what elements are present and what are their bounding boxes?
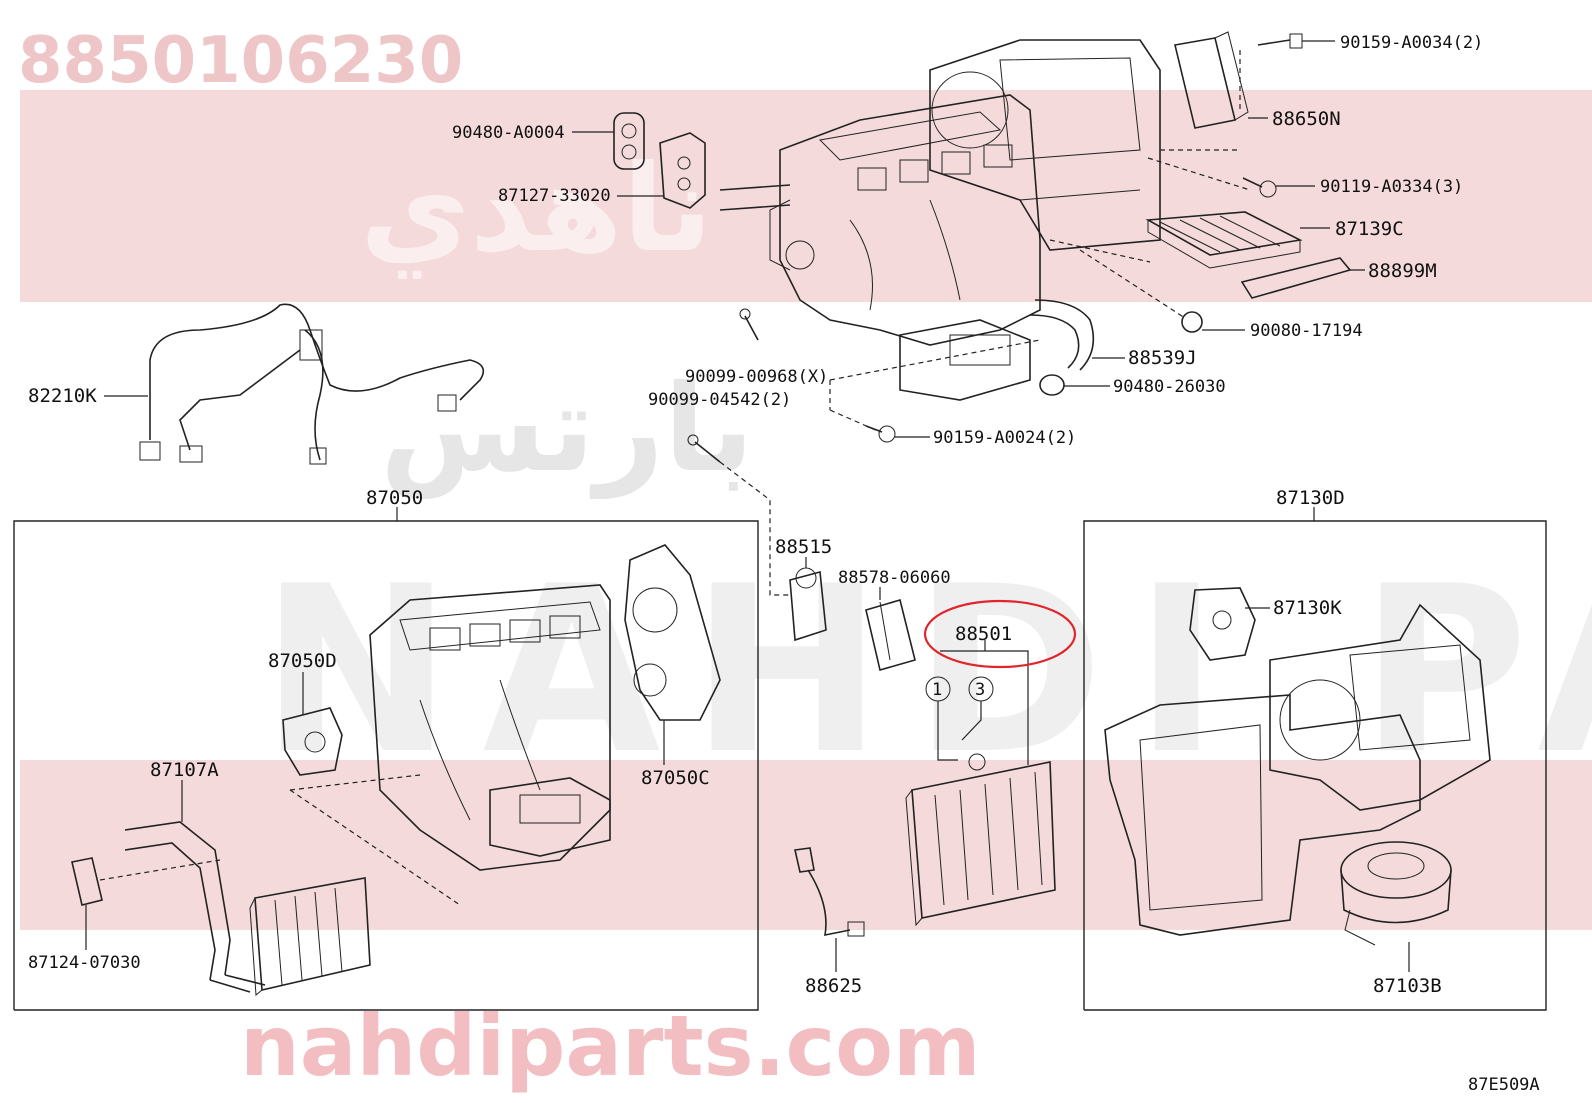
label-90099-04542[interactable]: 90099-04542(2) [648,390,791,410]
label-87050[interactable]: 87050 [366,487,423,509]
label-90480-26030[interactable]: 90480-26030 [1113,377,1226,397]
label-87127-33020[interactable]: 87127-33020 [498,186,611,206]
label-90080-17194[interactable]: 90080-17194 [1250,321,1363,341]
drain-hose-88539J [1029,299,1095,371]
callout-1-marker: 1 [925,676,958,761]
label-88625[interactable]: 88625 [805,975,862,997]
wire-harness-82210K [139,303,485,465]
callout-3-marker: 3 [961,676,994,741]
label-88501[interactable]: 88501 [955,623,1012,645]
blower-motor-87103B [1340,841,1452,946]
filter-87139C [1145,211,1303,269]
heater-unit-87050-illustration [369,584,611,871]
group-box-87130D [1083,507,1547,1011]
servo-motor-87050D [282,707,343,776]
label-87124-07030[interactable]: 87124-07030 [28,953,141,973]
label-87139C[interactable]: 87139C [1335,218,1404,240]
dashed-leaders-left [99,774,461,906]
plate-87127-33020 [659,132,706,209]
label-90159-A0034[interactable]: 90159-A0034(2) [1340,33,1483,53]
amplifier-88650N [1174,31,1249,129]
watermark-arabic-mid: بارتس [380,360,754,499]
grommet-90080-17194 [1181,311,1203,333]
screw-90099-00968 [739,308,759,341]
screw-90119-A0334 [1242,177,1277,198]
watermark-part-number: 8850106230 [18,24,463,98]
label-90480-A0004[interactable]: 90480-A0004 [452,123,565,143]
screw-90159-A0034 [1257,33,1303,49]
servo-motor-87130K [1189,587,1256,661]
label-90159-A0024[interactable]: 90159-A0024(2) [933,428,1076,448]
label-87107A[interactable]: 87107A [150,759,219,781]
watermark-band-top [20,90,1592,302]
label-88899M[interactable]: 88899M [1368,260,1437,282]
heater-core-illustration [249,877,371,997]
hvac-unit-top-illustration [719,94,1041,401]
bracket-88578-06060 [865,598,916,672]
blower-unit-87130D-illustration [1104,603,1491,936]
label-88650N[interactable]: 88650N [1272,108,1341,130]
bracket-lead-88501 [940,640,1029,765]
callout-3-text: 3 [975,680,985,700]
thermistor-88625 [794,847,865,937]
label-88539J[interactable]: 88539J [1128,347,1197,369]
label-leaders [85,40,1410,972]
watermark-url: nahdiparts.com [240,997,981,1095]
screw-90159-A0024 [865,425,896,443]
label-90119-A0334[interactable]: 90119-A0334(3) [1320,177,1463,197]
diagram-code: 87E509A [1468,1075,1540,1095]
watermark-arabic-top: ناهدي [360,140,713,279]
label-87130K[interactable]: 87130K [1273,597,1342,619]
grommet-90480-26030 [1039,374,1065,396]
callout-1-text: 1 [932,680,942,700]
label-87103B[interactable]: 87103B [1373,975,1442,997]
dashed-leaders-top [719,157,1251,596]
group-box-87050 [13,507,759,1011]
label-88578-06060[interactable]: 88578-06060 [838,568,951,588]
label-88515[interactable]: 88515 [775,536,832,558]
bolt-90099-04542 [687,434,721,463]
watermark-brand: NAHDI PARTS [260,538,1592,805]
label-90099-00968[interactable]: 90099-00968(X) [685,367,828,387]
servo-motor-87050C [624,544,721,721]
label-87130D[interactable]: 87130D [1276,487,1345,509]
label-87050D[interactable]: 87050D [268,650,337,672]
pipe-87107A [124,821,266,993]
clamp-87124-07030 [71,857,103,906]
part-labels: 90159-A0034(2) 88650N 90480-A0004 87127-… [28,33,1540,1095]
grommet-90480-A0004 [613,112,645,170]
evaporator-88501 [905,753,1056,927]
label-87050C[interactable]: 87050C [641,767,710,789]
blower-housing-top-illustration [929,39,1240,251]
highlight-ellipse [923,599,1077,669]
label-82210K[interactable]: 82210K [28,385,97,407]
